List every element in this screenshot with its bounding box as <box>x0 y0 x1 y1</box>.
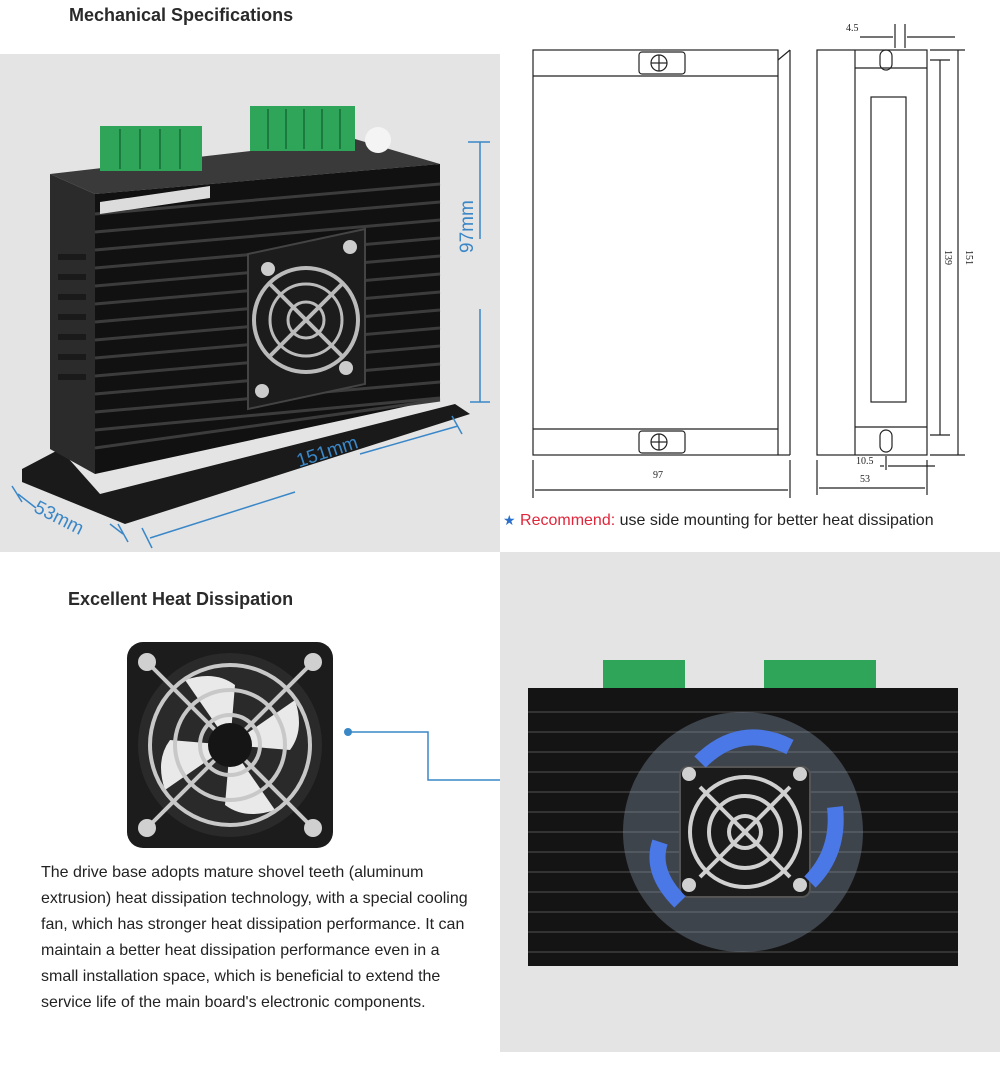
heat-dissipation-title: Excellent Heat Dissipation <box>68 589 294 609</box>
recommend-key: Recommend: <box>520 512 616 529</box>
screw-offset-label: 4.5 <box>846 23 859 34</box>
driver-photo <box>11 106 490 549</box>
technical-drawing: 97 4.5 139 151 10.5 53 <box>532 23 974 498</box>
recommend-text: use side mounting for better heat dissip… <box>615 512 934 529</box>
total-height-label: 151 <box>963 250 974 265</box>
front-width-label: 97 <box>653 470 663 481</box>
dim-height-label: 97mm <box>457 200 478 253</box>
side-depth-label: 53 <box>860 474 870 485</box>
cooling-fan-image <box>127 642 333 848</box>
mechanical-specs-title: Mechanical Specifications <box>69 5 294 25</box>
airflow-photo-panel <box>500 552 1000 1052</box>
inner-height-label: 139 <box>942 250 953 265</box>
airflow-photo <box>528 660 958 966</box>
heat-description: The drive base adopts mature shovel teet… <box>41 864 468 1011</box>
driver-photo-panel <box>0 54 500 552</box>
recommend-note: ★ Recommend: use side mounting for bette… <box>503 512 934 530</box>
slot-offset-label: 10.5 <box>856 456 874 467</box>
star-icon: ★ <box>503 512 516 528</box>
